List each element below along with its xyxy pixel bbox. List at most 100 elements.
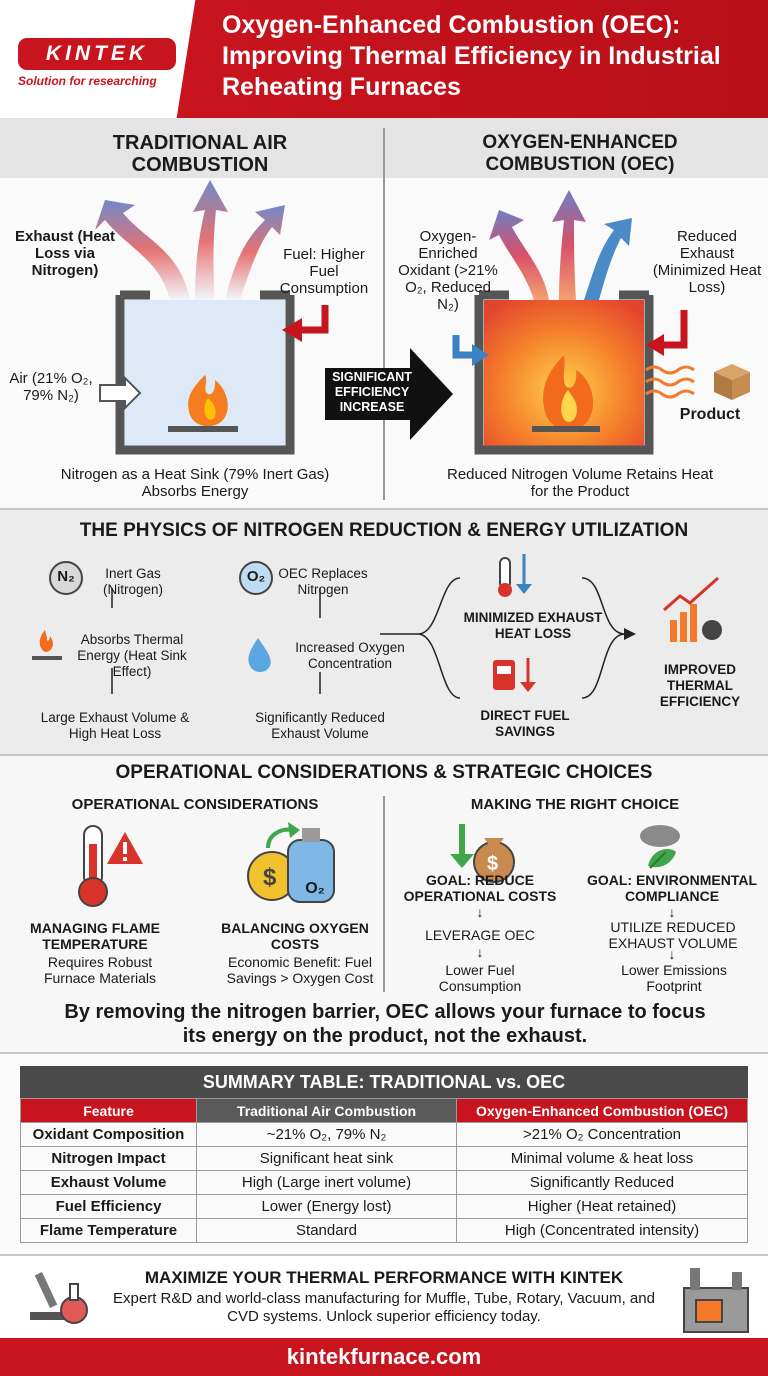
- table-cell: ~21% O₂, 79% N₂: [196, 1122, 457, 1147]
- table-title: SUMMARY TABLE: TRADITIONAL vs. OEC: [20, 1066, 748, 1098]
- left-caption: Nitrogen as a Heat Sink (79% Inert Gas) …: [60, 466, 330, 500]
- money-bag-icon: $: [473, 838, 515, 883]
- o2-tank-label: O₂: [305, 880, 325, 897]
- goal-environment: GOAL: ENVIRONMENTAL COMPLIANCE: [586, 872, 758, 904]
- cta-text: Expert R&D and world-class manufacturing…: [113, 1290, 655, 1325]
- reduced-exhaust-volume-label: Significantly Reduced Exhaust Volume: [255, 710, 385, 741]
- product-box-icon: [714, 364, 750, 400]
- lower-fuel: Lower Fuel Consumption: [438, 962, 522, 994]
- left-heading: TRADITIONAL AIR COMBUSTION: [112, 132, 288, 176]
- page-title: Oxygen-Enhanced Combustion (OEC): Improv…: [222, 11, 721, 101]
- oxygen-title: BALANCING OXYGEN COSTS: [221, 920, 369, 952]
- physics-section: [0, 510, 768, 754]
- leverage-oec: LEVERAGE OEC: [425, 927, 535, 943]
- fuel-arrow: [282, 318, 302, 342]
- efficiency-arrow: [325, 348, 453, 440]
- table-cell: Significant heat sink: [196, 1146, 457, 1171]
- o2-symbol: O₂: [246, 568, 266, 585]
- divider: [383, 796, 385, 992]
- cta-heading: MAXIMIZE YOUR THERMAL PERFORMANCE WITH K…: [144, 1268, 624, 1287]
- table-cell: Exhaust Volume: [20, 1170, 197, 1195]
- table-row: Oxidant Composition~21% O₂, 79% N₂>21% O…: [20, 1122, 748, 1147]
- inert-gas-label: Inert Gas (Nitrogen): [102, 566, 164, 597]
- table-cell: Higher (Heat retained): [456, 1194, 748, 1219]
- separator: [0, 754, 768, 756]
- thermometer-icon: [78, 825, 108, 907]
- exhaust-arrow-left: [95, 200, 190, 300]
- product-label: Product: [679, 406, 741, 423]
- minimized-exhaust-label: MINIMIZED EXHAUST HEAT LOSS: [463, 610, 603, 641]
- utilize-reduced: UTILIZE REDUCED EXHAUST VOLUME: [608, 919, 738, 951]
- operational-heading: OPERATIONAL CONSIDERATIONS & STRATEGIC C…: [115, 762, 653, 783]
- statement: By removing the nitrogen barrier, OEC al…: [64, 1001, 706, 1047]
- n2-symbol: N₂: [57, 568, 75, 585]
- table-cell: Flame Temperature: [20, 1218, 197, 1243]
- table-cell: Significantly Reduced: [456, 1170, 748, 1195]
- oec-furnace-diagram: [452, 190, 750, 455]
- fuel-label: Fuel: Higher Fuel Consumption: [279, 246, 369, 297]
- furnace-icon: [683, 1268, 749, 1333]
- efficiency-label: SIGNIFICANT EFFICIENCY INCREASE: [332, 370, 412, 414]
- svg-text:$: $: [263, 864, 277, 891]
- table-cell: Standard: [196, 1218, 457, 1243]
- warning-icon: [107, 832, 143, 864]
- coin-icon: $: [247, 851, 297, 901]
- choice-subheading: MAKING THE RIGHT CHOICE: [470, 796, 680, 813]
- separator: [0, 1254, 768, 1256]
- lab-equipment-icon: [30, 1271, 88, 1324]
- separator: [0, 508, 768, 510]
- table-cell: >21% O₂ Concentration: [456, 1122, 748, 1147]
- improved-efficiency-label: IMPROVED THERMAL EFFICIENCY: [659, 662, 741, 709]
- oec-replaces-label: OEC Replaces Nitrogen: [278, 566, 368, 597]
- table-cell: Fuel Efficiency: [20, 1194, 197, 1219]
- reduced-exhaust-label: Reduced Exhaust (Minimized Heat Loss): [652, 228, 762, 296]
- exhaust-arrow-right: [225, 205, 285, 300]
- exhaust-label: Exhaust (Heat Loss via Nitrogen): [14, 228, 116, 279]
- table-header: Feature: [20, 1098, 197, 1123]
- table-cell: Nitrogen Impact: [20, 1146, 197, 1171]
- right-caption: Reduced Nitrogen Volume Retains Heat for…: [447, 466, 713, 500]
- large-exhaust-label: Large Exhaust Volume & High Heat Loss: [40, 710, 190, 741]
- table-cell: Oxidant Composition: [20, 1122, 197, 1147]
- oxidant-arrow: [472, 344, 489, 366]
- exhaust-arrow-center: [193, 180, 228, 300]
- oxygen-text: Economic Benefit: Fuel Savings > Oxygen …: [226, 954, 374, 986]
- thermometer-icon: [498, 557, 512, 597]
- cloud-leaf-icon: [640, 825, 680, 869]
- operational-icons: $ $: [78, 822, 680, 907]
- website-link[interactable]: kintekfurnace.com: [0, 1338, 768, 1376]
- tagline: Solution for researching: [18, 74, 157, 88]
- table-cell: Lower (Energy lost): [196, 1194, 457, 1219]
- lower-emissions: Lower Emissions Footprint: [621, 962, 727, 994]
- table-cell: High (Large inert volume): [196, 1170, 457, 1195]
- right-heading: OXYGEN-ENHANCED COMBUSTION (OEC): [482, 132, 678, 175]
- growth-chart-icon: [663, 576, 722, 642]
- summary-table: Feature Traditional Air Combustion Oxyge…: [20, 1098, 748, 1243]
- table-header: Oxygen-Enhanced Combustion (OEC): [456, 1098, 748, 1123]
- physics-heading: THE PHYSICS OF NITROGEN REDUCTION & ENER…: [79, 520, 689, 541]
- traditional-furnace-diagram: [95, 180, 329, 455]
- table-header: Traditional Air Combustion: [196, 1098, 457, 1123]
- kintek-logo[interactable]: KINTEK: [18, 38, 176, 70]
- goal-costs: GOAL: REDUCE OPERATIONAL COSTS: [403, 872, 557, 904]
- fuel-savings-label: DIRECT FUEL SAVINGS: [480, 708, 570, 739]
- divider: [383, 128, 385, 500]
- fuel-pump-icon: [493, 660, 515, 690]
- flame-title: MANAGING FLAME TEMPERATURE: [30, 920, 160, 952]
- increased-oxygen-label: Increased Oxygen Concentration: [295, 640, 405, 671]
- table-cell: Minimal volume & heat loss: [456, 1146, 748, 1171]
- separator: [0, 1052, 768, 1054]
- flame-text: Requires Robust Furnace Materials: [43, 954, 157, 986]
- svg-text:$: $: [487, 853, 498, 875]
- header-banner: [0, 0, 768, 118]
- air-arrow: [99, 375, 142, 411]
- cta-section: [0, 1256, 768, 1338]
- operational-subheading: OPERATIONAL CONSIDERATIONS: [71, 796, 319, 813]
- absorbs-label: Absorbs Thermal Energy (Heat Sink Effect…: [77, 632, 187, 679]
- air-label: Air (21% O₂, 79% N₂): [9, 370, 93, 404]
- table-cell: High (Concentrated intensity): [456, 1218, 748, 1243]
